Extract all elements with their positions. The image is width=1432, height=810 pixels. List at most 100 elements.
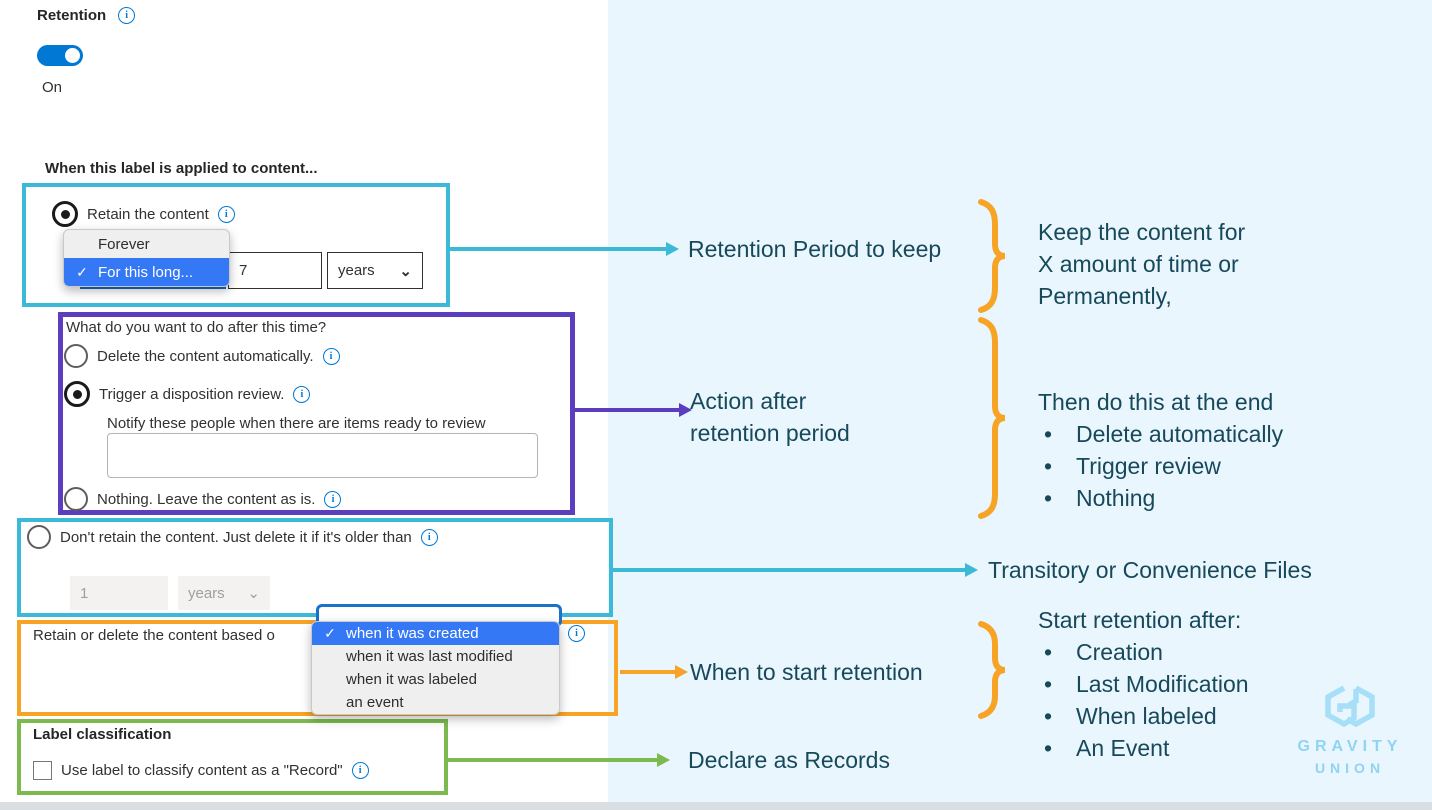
retain-radio-label: Retain the content [87, 205, 209, 223]
review-radio[interactable] [64, 381, 90, 407]
dont-retain-annotation-box [17, 518, 613, 617]
label-retention-period: Retention Period to keep [688, 236, 942, 262]
menu-item-label: Forever [98, 235, 150, 253]
arrowhead-declare-records [657, 753, 670, 767]
retention-toggle[interactable] [37, 45, 83, 66]
check-icon: ✓ [76, 263, 88, 280]
based-on-label: Retain or delete the content based o [33, 627, 275, 644]
arrowhead-action-after [679, 403, 692, 417]
brace-then-do [978, 317, 1006, 519]
menu-item-label: when it was last modified [346, 648, 513, 665]
info-icon[interactable]: i [420, 528, 438, 546]
delete-radio[interactable] [64, 344, 88, 368]
brace-start-retention [978, 621, 1006, 719]
dont-retain-radio-label: Don't retain the content. Just delete it… [60, 528, 412, 546]
action-annotation-box [58, 312, 575, 515]
toggle-state-label: On [42, 79, 63, 96]
duration-unit-select[interactable]: years ⌄ [327, 252, 423, 289]
arrow-declare-records [448, 758, 657, 762]
check-icon: ✓ [324, 625, 336, 641]
menu-item-created[interactable]: ✓ when it was created [312, 622, 559, 645]
arrowhead-transitory [965, 563, 978, 577]
menu-item-forever[interactable]: Forever [64, 230, 229, 258]
bullet-text: Delete automatically [1076, 421, 1284, 447]
menu-item-label: For this long... [98, 263, 194, 281]
info-icon[interactable]: i [568, 625, 585, 642]
duration-value-input[interactable]: 7 [228, 252, 322, 289]
note-line: retention period [690, 420, 850, 446]
logo-text-union: UNION [1314, 760, 1386, 776]
bullet-item: Delete automatically [1038, 418, 1283, 450]
arrowhead-when-start [675, 665, 688, 679]
review-option-row: Trigger a disposition review. i [64, 381, 311, 407]
duration-value: 7 [239, 262, 248, 279]
duration-type-select[interactable] [80, 268, 226, 289]
menu-item-event[interactable]: an event [312, 691, 559, 714]
bullet-item: Trigger review [1038, 450, 1283, 482]
after-heading: What do you want to do after this time? [66, 319, 327, 336]
delete-option-row: Delete the content automatically. i [64, 344, 340, 368]
bullet-text: An Event [1076, 735, 1170, 761]
info-icon[interactable]: i [293, 385, 311, 403]
note-line: X amount of time or [1038, 251, 1239, 277]
bullet-item: Creation [1038, 636, 1249, 668]
delete-radio-label: Delete the content automatically. [97, 347, 314, 365]
nothing-radio[interactable] [64, 487, 88, 511]
notify-label: Notify these people when there are items… [107, 415, 486, 432]
based-on-menu: ✓ when it was created when it was last m… [311, 621, 560, 715]
nothing-radio-label: Nothing. Leave the content as is. [97, 490, 316, 508]
dont-retain-unit-value: years [188, 584, 225, 602]
note-start-retention: Start retention after: Creation Last Mod… [1038, 604, 1249, 764]
dont-retain-duration-value: 1 [80, 584, 89, 602]
notify-people-input[interactable] [107, 433, 538, 478]
bullet-item: An Event [1038, 732, 1249, 764]
chevron-down-icon: ⌄ [399, 262, 412, 280]
note-keep-content: Keep the content for X amount of time or… [1038, 216, 1245, 312]
label-declare-records: Declare as Records [688, 747, 890, 773]
info-icon[interactable]: i [351, 762, 369, 779]
bullet-text: Last Modification [1076, 671, 1249, 697]
record-checkbox-row: Use label to classify content as a "Reco… [33, 761, 369, 780]
brace-keep-content [978, 199, 1006, 313]
arrowhead-retention-period [666, 242, 679, 256]
retain-radio[interactable] [52, 201, 78, 227]
record-checkbox-label: Use label to classify content as a "Reco… [61, 762, 343, 779]
dont-retain-unit-select: years ⌄ [178, 576, 270, 610]
note-line: Permanently, [1038, 283, 1172, 309]
menu-item-label: when it was labeled [346, 671, 477, 688]
label-when-start: When to start retention [690, 659, 923, 685]
bullet-item: Last Modification [1038, 668, 1249, 700]
info-icon[interactable]: i [217, 205, 235, 223]
dont-retain-radio[interactable] [27, 525, 51, 549]
bullet-item: When labeled [1038, 700, 1249, 732]
arrow-retention-period [450, 247, 666, 251]
info-icon[interactable]: i [322, 347, 340, 365]
menu-item-label: when it was created [346, 625, 479, 642]
arrow-action-after [575, 408, 679, 412]
arrow-transitory [613, 568, 965, 572]
retention-header: Retention i [37, 7, 136, 24]
menu-item-labeled[interactable]: when it was labeled [312, 668, 559, 691]
note-line: Action after [690, 388, 807, 414]
menu-item-for-this-long[interactable]: ✓ For this long... [64, 258, 229, 286]
info-icon[interactable]: i [324, 490, 342, 508]
section-heading: When this label is applied to content... [45, 160, 318, 177]
record-checkbox[interactable] [33, 761, 52, 780]
label-action-after: Action after retention period [690, 385, 850, 449]
menu-item-modified[interactable]: when it was last modified [312, 645, 559, 668]
bullet-text: Nothing [1076, 485, 1156, 511]
info-icon[interactable]: i [118, 7, 136, 24]
menu-item-label: an event [346, 694, 404, 711]
note-heading: Start retention after: [1038, 607, 1242, 633]
duration-unit-value: years [338, 262, 375, 279]
retain-option-row: Retain the content i [52, 201, 235, 227]
annotation-panel [608, 0, 1432, 802]
retention-title: Retention [37, 7, 107, 24]
dont-retain-duration-input: 1 [70, 576, 168, 610]
nothing-option-row: Nothing. Leave the content as is. i [64, 487, 342, 511]
chevron-down-icon: ⌄ [247, 585, 260, 602]
bottom-divider [0, 802, 1432, 810]
bullet-text: Creation [1076, 639, 1163, 665]
bullet-text: When labeled [1076, 703, 1217, 729]
